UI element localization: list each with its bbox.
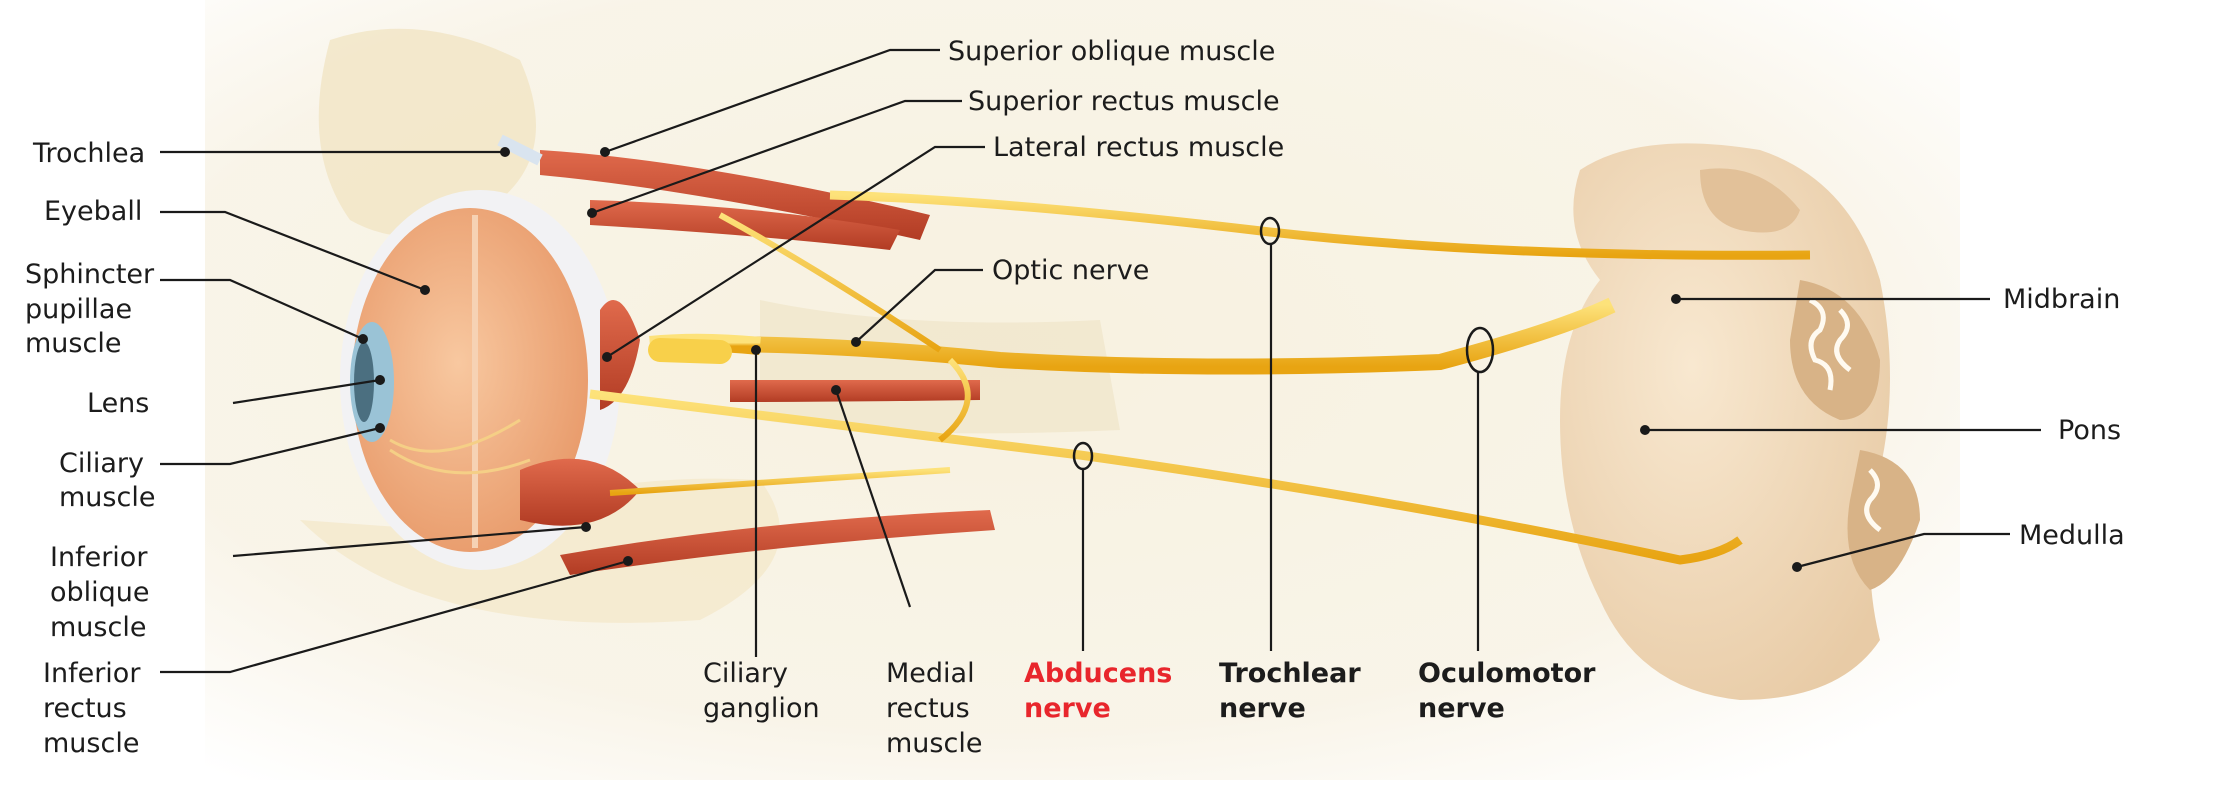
label-ciliary-muscle-line-2: muscle xyxy=(59,482,155,513)
medial-rectus-muscle-shape xyxy=(730,380,980,402)
label-ciliary-ganglion-line-1: Ciliary xyxy=(703,658,788,689)
label-superior-oblique-muscle: Superior oblique muscle xyxy=(948,36,1275,67)
label-medial-rectus-line-3: muscle xyxy=(886,728,982,759)
label-inferior-oblique-line-3: muscle xyxy=(50,612,146,643)
inferior-rectus-muscle-shape xyxy=(560,510,995,575)
trochlear-nerve-path xyxy=(829,190,1811,260)
label-lateral-rectus-muscle: Lateral rectus muscle xyxy=(993,132,1284,163)
label-ciliary-ganglion-line-2: ganglion xyxy=(703,693,820,724)
label-ciliary-muscle-line-1: Ciliary xyxy=(59,448,144,479)
oculomotor-nerve-path xyxy=(649,297,1616,375)
label-eyeball: Eyeball xyxy=(44,196,142,227)
leader-dots xyxy=(358,147,1802,572)
label-trochlea: Trochlea xyxy=(32,138,145,169)
superior-oblique-muscle-shape xyxy=(540,150,930,240)
labels: Superior oblique muscle Superior rectus … xyxy=(25,36,2125,759)
label-inferior-rectus-line-1: Inferior xyxy=(43,658,141,689)
abducens-nerve-path xyxy=(589,389,1743,565)
label-oculomotor-nerve-line-1: Oculomotor xyxy=(1418,658,1596,689)
label-medulla: Medulla xyxy=(2019,520,2125,551)
label-inferior-rectus-line-3: muscle xyxy=(43,728,139,759)
label-trochlear-nerve-line-1: Trochlear xyxy=(1219,658,1361,689)
label-inferior-rectus-line-2: rectus xyxy=(43,693,127,724)
leader-lines xyxy=(160,48,2041,674)
label-inferior-oblique-line-2: oblique xyxy=(50,577,150,608)
ciliary-ganglion-shape xyxy=(648,338,732,364)
inferior-oblique-muscle-shape xyxy=(520,458,640,526)
cranial-nerves xyxy=(589,190,1811,565)
extraocular-muscles xyxy=(497,134,995,575)
label-superior-rectus-muscle: Superior rectus muscle xyxy=(968,86,1280,117)
label-midbrain: Midbrain xyxy=(2003,284,2120,315)
label-pons: Pons xyxy=(2058,415,2121,446)
lateral-rectus-muscle-shape xyxy=(600,300,640,410)
label-abducens-nerve-line-1: Abducens xyxy=(1024,658,1172,689)
label-sphincter-pupillae-line-1: Sphincter xyxy=(25,259,155,290)
brainstem xyxy=(1560,143,1920,701)
label-sphincter-pupillae-line-3: muscle xyxy=(25,328,121,359)
label-sphincter-pupillae-line-2: pupillae xyxy=(25,294,132,325)
trochlea-shape xyxy=(497,134,543,166)
label-medial-rectus-line-1: Medial xyxy=(886,658,975,689)
label-trochlear-nerve-line-2: nerve xyxy=(1219,693,1306,724)
superior-rectus-muscle-shape xyxy=(590,200,900,250)
label-optic-nerve: Optic nerve xyxy=(992,255,1149,286)
label-abducens-nerve-line-2: nerve xyxy=(1024,693,1111,724)
label-medial-rectus-line-2: rectus xyxy=(886,693,970,724)
label-lens: Lens xyxy=(87,388,149,419)
label-oculomotor-nerve-line-2: nerve xyxy=(1418,693,1505,724)
label-inferior-oblique-line-1: Inferior xyxy=(50,542,148,573)
